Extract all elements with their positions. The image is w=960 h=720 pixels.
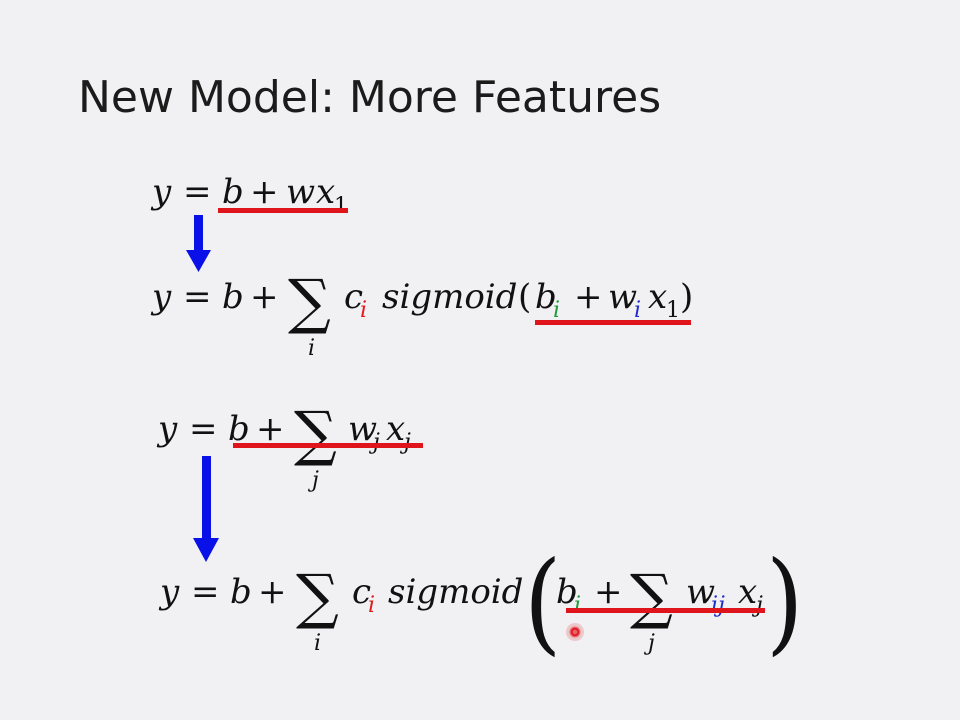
eq4-function-name: sigmoid bbox=[388, 572, 523, 612]
equation-linear-multi: y = b + ∑ j w j x j bbox=[156, 399, 423, 493]
eq3-x: x bbox=[386, 409, 405, 449]
slide-title: New Model: More Features bbox=[78, 72, 662, 123]
eq2-underline bbox=[535, 320, 691, 325]
eq2-plus: + bbox=[250, 277, 279, 317]
eq1-underline bbox=[218, 208, 348, 213]
eq3-equals: = bbox=[189, 409, 218, 449]
eq1-w: w bbox=[286, 172, 315, 212]
eq4-bi-subscript: i bbox=[574, 593, 581, 618]
eq2-plus-inner: + bbox=[574, 277, 603, 317]
eq2-y: y bbox=[150, 277, 172, 317]
eq2-wi-subscript: i bbox=[634, 298, 641, 323]
eq3-y: y bbox=[156, 409, 178, 449]
eq4-right-paren: ) bbox=[766, 539, 803, 667]
eq4-sum2-symbol: ∑ bbox=[630, 562, 673, 632]
eq4-bi: b bbox=[556, 572, 578, 612]
eq4-underline bbox=[566, 608, 765, 613]
eq1-y: y bbox=[150, 172, 172, 212]
eq1-x: x bbox=[316, 172, 335, 212]
eq3-sum-symbol: ∑ bbox=[294, 399, 337, 469]
eq4-sum-index: i bbox=[314, 631, 321, 656]
eq4-left-paren: ( bbox=[524, 539, 561, 667]
equation-sigmoid-multi: y = b + ∑ i c i sigmoid ( b i + ∑ j w ij… bbox=[158, 539, 803, 667]
eq2-b: b bbox=[222, 277, 244, 317]
eq2-sum-symbol: ∑ bbox=[288, 267, 331, 337]
equation-sigmoid-single: y = b + ∑ i c i sigmoid ( b i + w i x 1 … bbox=[150, 267, 693, 361]
eq4-b: b bbox=[230, 572, 252, 612]
eq4-w-subscript: ij bbox=[711, 593, 725, 618]
eq2-wi: w bbox=[608, 277, 637, 317]
eq1-equals: = bbox=[183, 172, 212, 212]
eq1-plus: + bbox=[250, 172, 279, 212]
eq1-b: b bbox=[222, 172, 244, 212]
eq2-x: x bbox=[648, 277, 667, 317]
eq2-right-paren: ) bbox=[680, 277, 693, 317]
eq4-c: c bbox=[352, 572, 371, 612]
eq2-x-subscript: 1 bbox=[666, 298, 680, 323]
eq1-x-subscript: 1 bbox=[334, 194, 348, 219]
eq2-function-name: sigmoid bbox=[382, 277, 517, 317]
eq2-bi-subscript: i bbox=[553, 298, 560, 323]
eq3-w: w bbox=[348, 409, 377, 449]
laser-pointer-icon bbox=[566, 623, 584, 641]
eq2-equals: = bbox=[183, 277, 212, 317]
eq4-plus: + bbox=[258, 572, 287, 612]
eq2-bi: b bbox=[535, 277, 557, 317]
eq2-c-subscript: i bbox=[360, 298, 367, 323]
arrow-down-icon bbox=[193, 456, 219, 562]
arrow-down-icon bbox=[186, 215, 211, 272]
eq2-left-paren: ( bbox=[518, 277, 531, 317]
eq4-plus-inner: + bbox=[594, 572, 623, 612]
eq3-plus: + bbox=[256, 409, 285, 449]
eq3-sum-index: j bbox=[307, 468, 319, 493]
eq4-equals: = bbox=[191, 572, 220, 612]
eq2-c: c bbox=[344, 277, 363, 317]
eq3-underline bbox=[233, 443, 423, 448]
eq4-c-subscript: i bbox=[368, 593, 375, 618]
eq4-x: x bbox=[738, 572, 757, 612]
eq4-y: y bbox=[158, 572, 180, 612]
eq4-sum2-index: j bbox=[643, 631, 655, 656]
equation-linear-single: y = b + w x 1 bbox=[150, 172, 348, 219]
eq4-w: w bbox=[686, 572, 715, 612]
eq3-b: b bbox=[228, 409, 250, 449]
eq2-sum-index: i bbox=[308, 336, 315, 361]
eq4-sum-symbol: ∑ bbox=[296, 562, 339, 632]
